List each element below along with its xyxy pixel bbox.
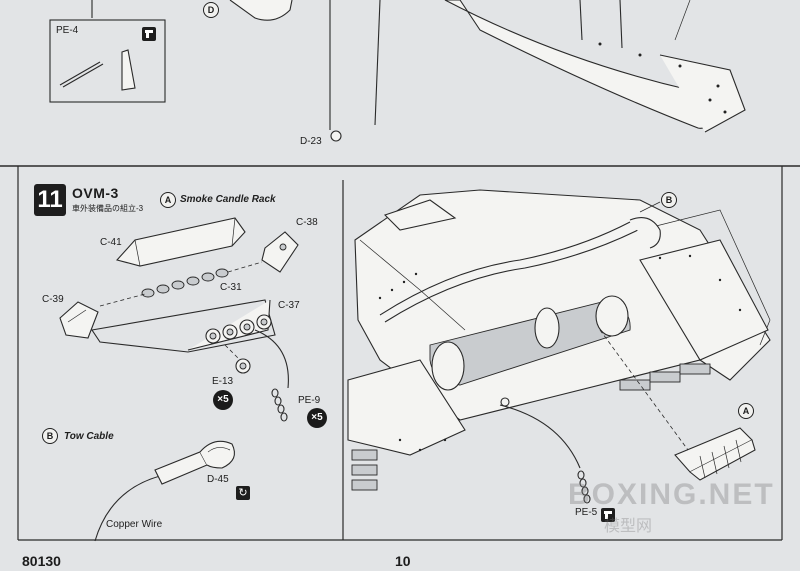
watermark-text: BOXING.NET (568, 478, 775, 511)
glue-icon: ↻ (236, 486, 250, 500)
part-c41-label: C-41 (100, 237, 122, 248)
part-c37-label: C-37 (278, 300, 300, 311)
part-d45-label: D-45 (207, 474, 229, 485)
d23-label: D-23 (300, 136, 322, 147)
part-c31-label: C-31 (220, 282, 242, 293)
callout-d-marker: D (203, 2, 219, 18)
page-number: 10 (395, 553, 411, 569)
watermark-cn: 模型网 (604, 518, 653, 535)
part-c39-label: C-39 (42, 294, 64, 305)
part-c38-label: C-38 (296, 217, 318, 228)
photo-etch-icon (601, 508, 615, 522)
product-code: 80130 (22, 553, 61, 569)
sub-a-marker: A (160, 192, 176, 208)
right-a-marker: A (738, 403, 754, 419)
step-title: OVM-3 (72, 185, 119, 201)
part-e13-label: E-13 (212, 376, 234, 387)
part-pe9-label: PE-9 (298, 395, 321, 406)
part-pe5-label: PE-5 (575, 507, 598, 518)
right-b-marker: B (661, 192, 677, 208)
step-subtitle: 車外装備品の組立-3 (72, 204, 144, 213)
pe4-label: PE-4 (56, 25, 79, 36)
photo-etch-icon (142, 27, 156, 41)
step-number: 11 (34, 184, 66, 216)
sub-b-title: Tow Cable (64, 431, 114, 442)
sub-a-title: Smoke Candle Rack (180, 194, 276, 205)
pe9-quantity-badge: ×5 (307, 408, 327, 428)
sub-b-marker: B (42, 428, 58, 444)
e13-quantity-badge: ×5 (213, 390, 233, 410)
copper-wire-label: Copper Wire (106, 519, 163, 530)
